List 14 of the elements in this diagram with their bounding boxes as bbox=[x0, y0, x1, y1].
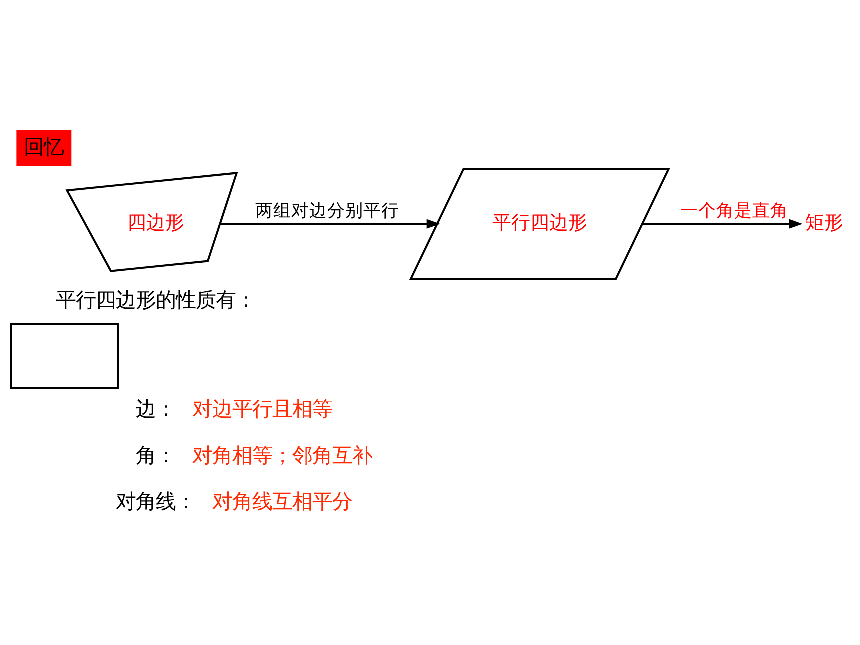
label: 对角相等；邻角互补 bbox=[192, 443, 373, 468]
label: 对边平行且相等 bbox=[192, 397, 332, 422]
edge-label: 一个角是直角 bbox=[680, 201, 788, 222]
diagram-title: 回忆 bbox=[24, 134, 64, 159]
node-box bbox=[10, 324, 120, 390]
arrow bbox=[642, 219, 803, 229]
label: 边： bbox=[136, 397, 176, 422]
label: 角： bbox=[136, 443, 176, 468]
edge-label: 两组对边分别平行 bbox=[256, 201, 400, 222]
arrow bbox=[220, 219, 440, 229]
node-text: 矩形 bbox=[805, 212, 844, 234]
label: 对角线： bbox=[116, 489, 196, 514]
label: 对角线互相平分 bbox=[212, 489, 353, 514]
label: 平行四边形的性质有： bbox=[56, 288, 256, 312]
